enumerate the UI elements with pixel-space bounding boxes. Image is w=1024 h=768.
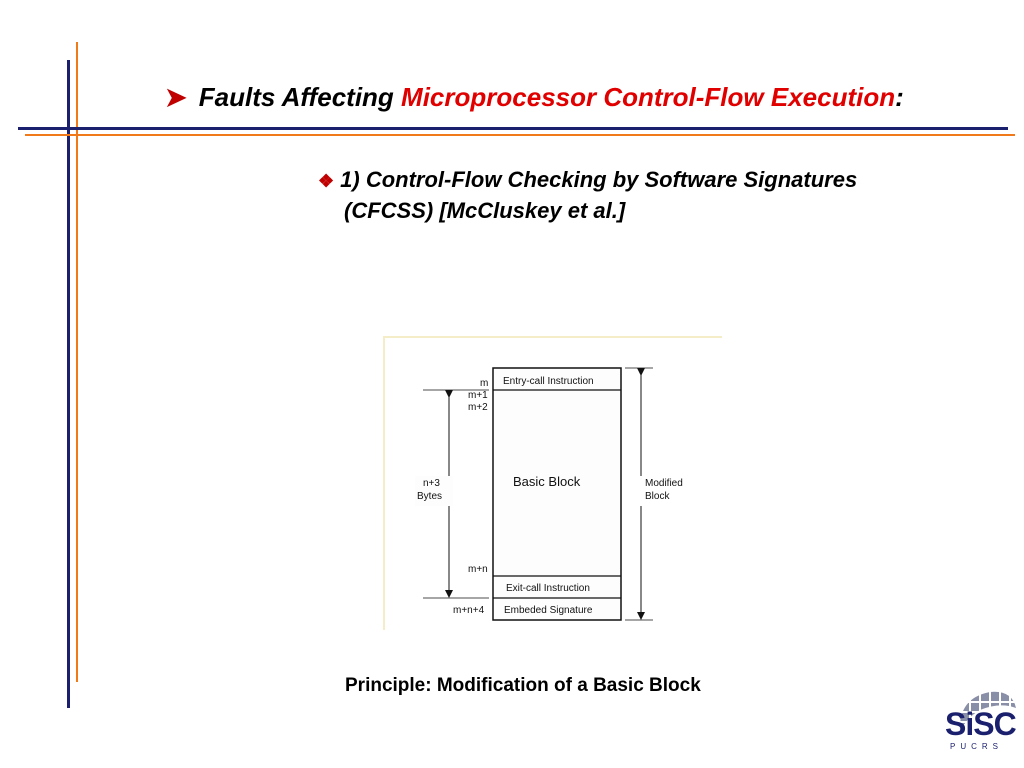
subtitle-line-2: (CFCSS) [McCluskey et al.] xyxy=(344,198,626,223)
logo-subtext: PUCRS xyxy=(950,742,1004,751)
diagram-svg: Entry-call Instruction Basic Block Exit-… xyxy=(415,367,699,621)
globe-logo-icon xyxy=(956,690,1020,734)
figure-caption: Principle: Modification of a Basic Block xyxy=(345,675,701,696)
addr-m1: m+1 xyxy=(468,390,488,401)
basic-block-label: Basic Block xyxy=(513,474,581,489)
addr-m2: m+2 xyxy=(468,402,488,413)
block-outline xyxy=(492,367,622,621)
entry-call-label: Entry-call Instruction xyxy=(503,376,594,387)
addr-mn: m+n xyxy=(468,564,488,575)
signature-label: Embeded Signature xyxy=(504,605,593,616)
title-part-2: Microprocessor Control-Flow Execution xyxy=(401,82,896,112)
vertical-navy-rule xyxy=(67,60,70,708)
logo-name: SiSC xyxy=(945,706,1017,742)
slide-title: ➤ Faults Affecting Microprocessor Control… xyxy=(165,82,904,113)
exit-call-label: Exit-call Instruction xyxy=(506,583,590,594)
bytes-line-1: n+3 xyxy=(423,478,440,489)
diamond-bullet-icon: ❖ xyxy=(318,171,335,191)
horizontal-orange-rule xyxy=(25,134,1015,136)
subtitle-line-1: 1) Control-Flow Checking by Software Sig… xyxy=(340,167,858,192)
arrow-bullet-icon: ➤ xyxy=(165,82,187,112)
addr-mn4: m+n+4 xyxy=(453,605,485,616)
basic-block-diagram: Entry-call Instruction Basic Block Exit-… xyxy=(383,336,722,630)
modified-line-1: Modified xyxy=(645,478,683,489)
vertical-orange-rule xyxy=(76,42,78,682)
title-part-1: Faults Affecting xyxy=(198,82,402,112)
subtitle: ❖1) Control-Flow Checking by Software Si… xyxy=(318,165,978,226)
addr-m: m xyxy=(480,378,488,389)
title-part-3: : xyxy=(895,82,904,112)
modified-line-2: Block xyxy=(645,491,670,502)
horizontal-navy-rule xyxy=(18,127,1008,130)
bytes-line-2: Bytes xyxy=(417,491,442,502)
